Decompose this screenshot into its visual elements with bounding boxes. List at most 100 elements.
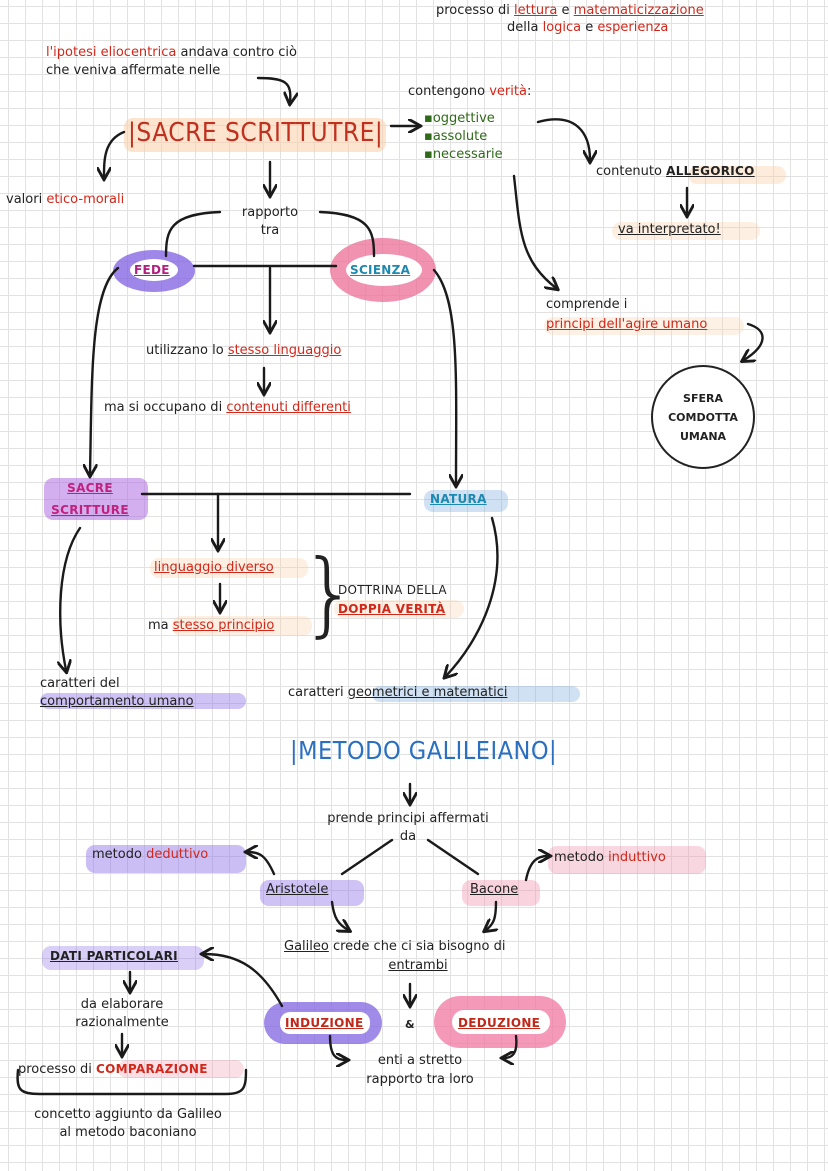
highlight-ling-diverso: [150, 558, 308, 578]
highlight-aristotele: [260, 880, 364, 906]
deduzione-label: DEDUZIONE: [458, 1016, 541, 1030]
highlight-geometrici: [372, 686, 580, 702]
sfera-line1: SFERA: [683, 391, 723, 405]
induzione-blob-inner: [280, 1012, 370, 1034]
top-note-lettura: lettura: [514, 3, 558, 18]
stesso-principio-text: stesso principio: [172, 618, 275, 633]
top-note-line1: processo di lettura e matematicizzazione: [436, 2, 704, 19]
comprende-line1: comprende i: [546, 297, 628, 312]
caratteri-comp-line1: caratteri del: [40, 676, 120, 691]
rapporto-line2: tra: [260, 223, 280, 238]
galileo-name: Galileo: [284, 939, 329, 954]
concetto-line1: concetto aggiunto da Galileo: [34, 1107, 222, 1122]
top-note-della: della: [507, 20, 543, 35]
highlight-natura: [424, 490, 508, 512]
comparazione-word: COMPARAZIONE: [96, 1062, 208, 1076]
elaborare-line2: razionalmente: [75, 1015, 169, 1030]
contenuti-label: ma si occupano di contenuti differenti: [104, 399, 351, 416]
highlight-doppia: [334, 600, 464, 618]
galileo-line1: Galileo crede che ci sia bisogno di: [284, 938, 505, 955]
concetto-line2: al metodo baconiano: [59, 1125, 197, 1140]
verita-item-2: ▪assolute: [424, 129, 488, 144]
highlight-dati: [42, 946, 204, 970]
verita-item-1: ▪oggettive: [424, 111, 495, 126]
highlight-bacone: [462, 880, 540, 906]
natura-label: NATURA: [430, 492, 487, 506]
highlight-principi: [544, 317, 744, 335]
galileo-line2: entrambi: [388, 958, 448, 973]
highlight-comparazione: [118, 1060, 244, 1078]
sacre-scritture-title: |SACRE SCRITTUTRE|: [128, 118, 384, 148]
amp-symbol: &: [405, 1018, 415, 1031]
interpretato-label: va interpretato!: [618, 222, 721, 237]
valori-etico: etico-morali: [46, 192, 125, 207]
verita-item-3: ▪necessarie: [424, 147, 503, 162]
highlight-stesso-principio: [172, 616, 312, 636]
dottrina-line1: DOTTRINA DELLA: [338, 583, 447, 597]
top-note-e: e: [557, 3, 574, 18]
dottrina-line2: DOPPIA VERITÀ: [338, 602, 446, 616]
linguaggio-stesso: stesso linguaggio: [227, 343, 342, 358]
ling-diverso-label: linguaggio diverso: [154, 560, 274, 575]
comparazione-text: processo di: [18, 1062, 97, 1077]
highlight-comportamento: [40, 693, 246, 709]
highlight-deduttivo: [86, 845, 246, 873]
top-note-text: processo di: [436, 3, 515, 18]
deduzione-blob-inner: [452, 1010, 550, 1034]
scienza-blob-inner: [346, 254, 422, 286]
fede-blob-inner: [130, 259, 178, 281]
prende-line2: da: [399, 829, 417, 844]
contenuto-allegorico: ALLEGORICO: [666, 164, 755, 178]
caratteri-geo-label: caratteri geometrici e matematici: [288, 684, 507, 701]
sacre-scritture-line1: SACRE: [67, 481, 113, 495]
contengono-label: contengono verità:: [408, 83, 531, 100]
stesso-principio-label: ma stesso principio: [148, 617, 274, 634]
scienza-label: SCIENZA: [350, 263, 411, 277]
linguaggio-text: utilizzano lo: [146, 343, 228, 358]
metodo-galileiano-title: |METODO GALILEIANO|: [290, 736, 558, 765]
aristotele-label: Aristotele: [266, 882, 329, 897]
sacre-scritture-line2: SCRITTURE: [51, 503, 129, 517]
highlight-interpretato: [612, 222, 760, 240]
induttivo-label: metodo induttivo: [554, 849, 666, 866]
deduttivo-metodo: metodo: [92, 847, 147, 862]
intro-ipotesi: l'ipotesi eliocentrica: [46, 45, 177, 60]
comparazione-label: processo di COMPARAZIONE: [18, 1061, 208, 1078]
induttivo-text: induttivo: [608, 850, 666, 865]
contenuto-label: contenuto ALLEGORICO: [596, 163, 755, 180]
caratteri-comp-line2: comportamento umano: [40, 694, 194, 709]
highlight-sacre-title: [124, 118, 386, 152]
contenuti-text: ma si occupano di: [104, 400, 227, 415]
sfera-line2: COMDOTTA: [668, 410, 738, 424]
verita-assolute: assolute: [432, 129, 488, 144]
linguaggio-label: utilizzano lo stesso linguaggio: [146, 342, 341, 359]
deduttivo-text: deduttivo: [146, 847, 209, 862]
deduttivo-label: metodo deduttivo: [92, 846, 208, 863]
top-note-esperienza: esperienza: [597, 20, 669, 35]
galileo-text: crede che ci sia bisogno di: [328, 939, 506, 954]
sfera-line3: UMANA: [679, 429, 727, 443]
comprende-line2: principi dell'agire umano: [546, 317, 708, 332]
contenuti-differenti: contenuti differenti: [226, 400, 351, 415]
highlight-allegorico: [688, 166, 786, 184]
fede-label: FEDE: [134, 263, 170, 277]
verita-oggettive: oggettive: [432, 111, 495, 126]
highlight-induttivo: [548, 846, 706, 874]
dottrina-brace: }: [300, 540, 359, 647]
elaborare-line1: da elaborare: [80, 997, 164, 1012]
highlight-sacre-scritture: [44, 478, 148, 520]
top-note-logica: logica: [542, 20, 582, 35]
intro-line2: che veniva affermate nelle: [46, 63, 221, 78]
contengono-text: contengono: [408, 84, 490, 99]
top-note-e2: e: [581, 20, 598, 35]
prende-line1: prende principi affermati: [327, 811, 489, 826]
enti-line2: rapporto tra loro: [366, 1072, 474, 1087]
top-note-matematicizzazione: matematicizzazione: [573, 3, 704, 18]
induttivo-metodo: metodo: [554, 850, 609, 865]
caratteri-geo-geometrici: geometrici e matematici: [347, 685, 508, 700]
contenuto-text: contenuto: [596, 164, 667, 179]
contengono-colon: :: [526, 84, 532, 99]
intro-rest: andava contro ciò: [176, 45, 297, 60]
caratteri-geo-text: caratteri: [288, 685, 348, 700]
